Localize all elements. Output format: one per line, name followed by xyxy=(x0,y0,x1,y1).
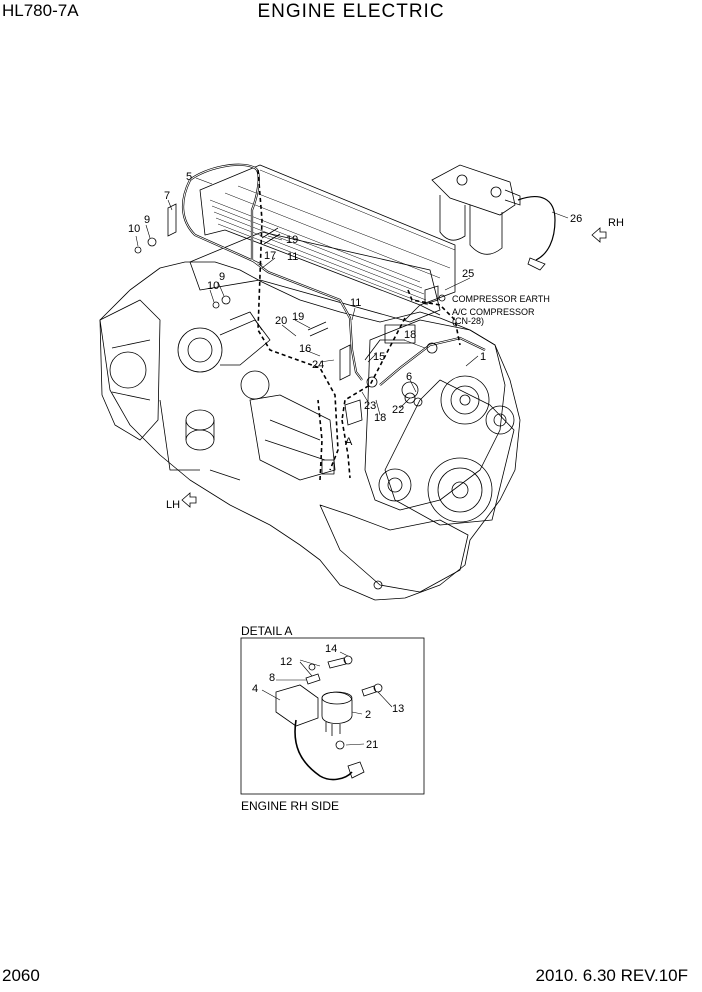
callout-11-a: 11 xyxy=(287,251,298,263)
model-number: HL780-7A xyxy=(2,1,79,20)
detail-title: DETAIL A xyxy=(241,624,293,638)
direction-arrows xyxy=(181,227,607,508)
callout-18-b: 18 xyxy=(374,412,386,424)
detail-a-marker: A xyxy=(345,436,353,448)
detail-callout-8: 8 xyxy=(269,672,275,684)
detail-callout-4: 4 xyxy=(252,683,258,695)
revision-date: 2010. 6.30 REV.10F xyxy=(535,966,689,985)
fuel-filter-assembly xyxy=(431,164,521,255)
detail-a-frame xyxy=(240,637,425,795)
callout-15: 15 xyxy=(373,351,385,363)
callout-11-b: 11 xyxy=(350,297,361,309)
callout-18-a: 18 xyxy=(404,329,416,341)
callout-26: 26 xyxy=(570,213,582,225)
callout-16: 16 xyxy=(299,343,311,355)
note-cn: (CN-28) xyxy=(452,316,484,326)
rh-sensor-wire xyxy=(517,196,556,271)
callout-25: 25 xyxy=(462,268,474,280)
detail-leader-lines xyxy=(261,651,393,746)
detail-caption: ENGINE RH SIDE xyxy=(241,799,340,813)
callout-19-a: 19 xyxy=(286,234,298,246)
engine-block-drawing xyxy=(99,164,521,601)
callout-6: 6 xyxy=(406,371,412,383)
callout-9-b: 9 xyxy=(219,271,225,283)
leader-lines xyxy=(135,177,569,416)
main-notes: COMPRESSOR EARTH A/C COMPRESSOR (CN-28) … xyxy=(166,217,624,511)
callout-22: 22 xyxy=(392,404,404,416)
detail-callout-2: 2 xyxy=(365,709,371,721)
callout-9-a: 9 xyxy=(144,214,150,226)
callout-17: 17 xyxy=(264,250,276,262)
detail-callout-12: 12 xyxy=(280,656,292,668)
direction-lh: LH xyxy=(166,499,180,511)
callout-20: 20 xyxy=(275,315,287,327)
small-parts xyxy=(134,203,446,426)
callout-23: 23 xyxy=(364,400,376,412)
callout-24: 24 xyxy=(312,359,324,371)
callout-7: 7 xyxy=(164,190,170,202)
page-title: ENGINE ELECTRIC xyxy=(257,1,445,22)
main-callouts: 1 5 6 7 9 9 10 10 11 11 15 16 17 18 18 1… xyxy=(128,171,582,424)
note-ac-compressor: A/C COMPRESSOR xyxy=(452,307,535,317)
note-compressor-earth: COMPRESSOR EARTH xyxy=(452,294,550,304)
callout-10-b: 10 xyxy=(207,280,219,292)
direction-rh: RH xyxy=(608,217,624,229)
detail-callouts: 2 4 8 12 13 14 21 xyxy=(252,643,404,751)
page-number: 2060 xyxy=(2,966,40,985)
harness-dashed xyxy=(257,169,461,481)
detail-callout-13: 13 xyxy=(392,703,404,715)
detail-callout-21: 21 xyxy=(366,739,378,751)
detail-callout-14: 14 xyxy=(325,643,337,655)
callout-10-a: 10 xyxy=(128,223,140,235)
callout-5: 5 xyxy=(186,171,192,183)
detail-a-drawing xyxy=(275,655,383,781)
callout-1: 1 xyxy=(480,351,486,363)
callout-19-b: 19 xyxy=(292,311,304,323)
harness-solid-inner xyxy=(182,164,486,386)
